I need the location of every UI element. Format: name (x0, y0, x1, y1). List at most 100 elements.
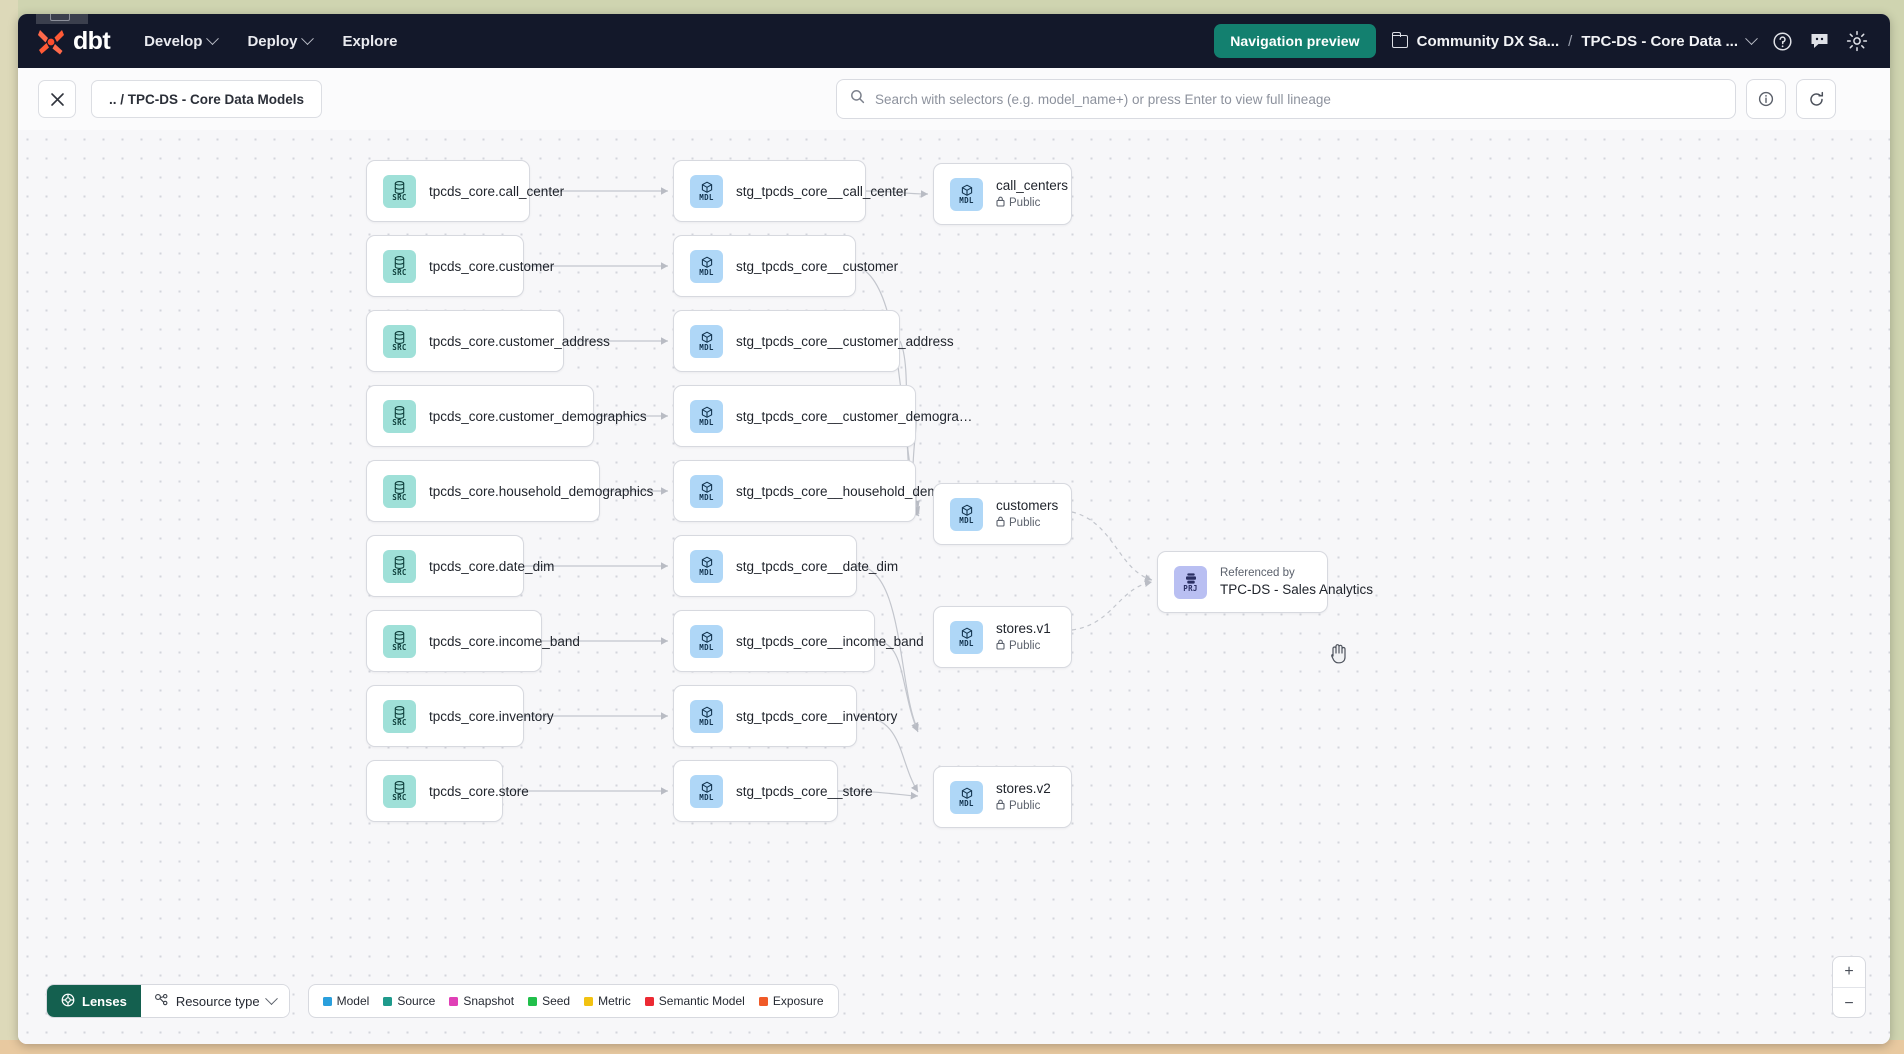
legend-label: Exposure (772, 994, 824, 1008)
lineage-node-source[interactable]: SRC tpcds_core.income_band (366, 610, 580, 672)
model-badge: MDL (690, 549, 723, 583)
model-badge: MDL (690, 324, 723, 358)
model-badge-label: MDL (699, 792, 714, 802)
lineage-node-model[interactable]: MDL stg_tpcds_core__call_center (673, 160, 908, 222)
close-lineage-button[interactable] (38, 80, 76, 118)
lock-icon (996, 196, 1005, 210)
lineage-node-model[interactable]: MDL stg_tpcds_core__inventory (673, 685, 897, 747)
zoom-in-button[interactable]: + (1833, 957, 1865, 988)
node-access-label: Public (1009, 640, 1041, 652)
node-caption: Referenced by (1220, 567, 1295, 579)
database-icon (394, 780, 405, 794)
lineage-node-source[interactable]: SRC tpcds_core.household_demographics (366, 460, 653, 522)
breadcrumb-account[interactable]: Community DX Sa... (1416, 32, 1560, 50)
chevron-down-icon (301, 31, 315, 45)
lenses-button[interactable]: Lenses (47, 985, 141, 1017)
source-badge: SRC (383, 399, 416, 433)
model-badge-label: MDL (959, 515, 974, 525)
lineage-breadcrumb-button[interactable]: .. / TPC-DS - Core Data Models (91, 80, 323, 118)
legend-swatch (758, 996, 768, 1006)
source-badge-label: SRC (392, 342, 407, 352)
top-navbar: dbt Develop Deploy Explore Navigation pr… (18, 14, 1890, 68)
node-title: stores.v2 (996, 781, 1051, 796)
legend-item-semantic-model: Semantic Model (644, 994, 745, 1008)
source-badge: SRC (383, 624, 416, 658)
window-frame-left-edge (0, 0, 18, 1054)
node-title: tpcds_core.income_band (429, 633, 580, 649)
lock-icon (996, 639, 1005, 653)
lineage-canvas[interactable]: SRC tpcds_core.call_center SRC tpcds_cor… (18, 130, 1890, 1044)
lineage-node-public-model[interactable]: MDL stores.v1 Public (933, 606, 1072, 668)
lineage-node-source[interactable]: SRC tpcds_core.customer (366, 235, 554, 297)
project-badge-label: PRJ (1183, 583, 1198, 593)
node-title: tpcds_core.customer_address (429, 333, 610, 349)
model-badge-label: MDL (699, 192, 714, 202)
lineage-node-source[interactable]: SRC tpcds_core.inventory (366, 685, 554, 747)
lineage-node-source[interactable]: SRC tpcds_core.date_dim (366, 535, 554, 597)
navigation-preview-button[interactable]: Navigation preview (1214, 24, 1376, 58)
lineage-node-model[interactable]: MDL stg_tpcds_core__household_demogr… (673, 460, 972, 522)
model-badge: MDL (690, 774, 723, 808)
chevron-down-icon (264, 991, 278, 1005)
node-access-label: Public (1009, 517, 1041, 529)
chevron-down-icon[interactable] (1745, 31, 1758, 45)
legend-label: Semantic Model (658, 994, 745, 1008)
lineage-node-source[interactable]: SRC tpcds_core.customer_demographics (366, 385, 647, 447)
dbt-logo[interactable]: dbt (36, 27, 111, 56)
lineage-node-model[interactable]: MDL stg_tpcds_core__date_dim (673, 535, 898, 597)
breadcrumb-project[interactable]: TPC-DS - Core Data ... (1581, 32, 1738, 50)
node-title: call_centers (996, 178, 1069, 193)
refresh-button[interactable] (1796, 79, 1836, 119)
lineage-node-model[interactable]: MDL stg_tpcds_core__income_band (673, 610, 924, 672)
help-icon[interactable] (1772, 31, 1793, 52)
legend-label: Source (397, 994, 436, 1008)
search-box[interactable] (836, 79, 1736, 119)
lock-icon (996, 516, 1005, 530)
settings-icon[interactable] (1846, 30, 1868, 52)
node-access-label: Public (1009, 197, 1041, 209)
lineage-node-model[interactable]: MDL stg_tpcds_core__customer_demogra… (673, 385, 972, 447)
model-badge-label: MDL (699, 267, 714, 277)
model-badge-label: MDL (699, 642, 714, 652)
model-badge: MDL (950, 620, 983, 654)
chevron-down-icon (206, 31, 220, 45)
node-access: Public (996, 799, 1051, 813)
search-info-button[interactable] (1746, 79, 1786, 119)
breadcrumb: Community DX Sa... / TPC-DS - Core Data … (1391, 31, 1758, 50)
cube-icon (701, 256, 713, 269)
node-title: stg_tpcds_core__household_demogr… (736, 483, 972, 499)
node-text-stack: stores.v1 Public (996, 621, 1051, 653)
source-badge-label: SRC (392, 642, 407, 652)
cube-icon (961, 627, 973, 640)
cube-icon (961, 787, 973, 800)
nav-item-develop[interactable]: Develop (144, 31, 220, 50)
nav-item-explore[interactable]: Explore (342, 33, 397, 50)
source-badge: SRC (383, 549, 416, 583)
lineage-node-public-model[interactable]: MDL call_centers Public (933, 163, 1072, 225)
source-badge: SRC (383, 774, 416, 808)
lineage-node-model[interactable]: MDL stg_tpcds_core__customer_address (673, 310, 954, 372)
lineage-node-public-model[interactable]: MDL stores.v2 Public (933, 766, 1072, 828)
lineage-node-source[interactable]: SRC tpcds_core.call_center (366, 160, 564, 222)
database-icon (394, 255, 405, 269)
source-badge-label: SRC (392, 192, 407, 202)
legend-swatch (528, 996, 538, 1006)
source-badge: SRC (383, 699, 416, 733)
legend-item-seed: Seed (528, 994, 570, 1008)
lineage-node-source[interactable]: SRC tpcds_core.customer_address (366, 310, 610, 372)
resource-type-dropdown[interactable]: Resource type (140, 985, 289, 1017)
feedback-icon[interactable] (1809, 31, 1830, 51)
lineage-node-project[interactable]: PRJ Referenced by TPC-DS - Sales Analyti… (1157, 551, 1373, 613)
nav-item-deploy[interactable]: Deploy (247, 31, 315, 50)
model-badge: MDL (690, 249, 723, 283)
lineage-node-model[interactable]: MDL stg_tpcds_core__customer (673, 235, 898, 297)
source-badge-label: SRC (392, 492, 407, 502)
zoom-out-button[interactable]: − (1844, 994, 1854, 1012)
cube-icon (701, 181, 713, 194)
search-input[interactable] (875, 91, 1722, 107)
node-title: stg_tpcds_core__customer (736, 258, 899, 274)
model-badge: MDL (950, 497, 983, 531)
lineage-node-model[interactable]: MDL stg_tpcds_core__store (673, 760, 873, 822)
lineage-node-public-model[interactable]: MDL customers Public (933, 483, 1072, 545)
lineage-node-source[interactable]: SRC tpcds_core.store (366, 760, 529, 822)
